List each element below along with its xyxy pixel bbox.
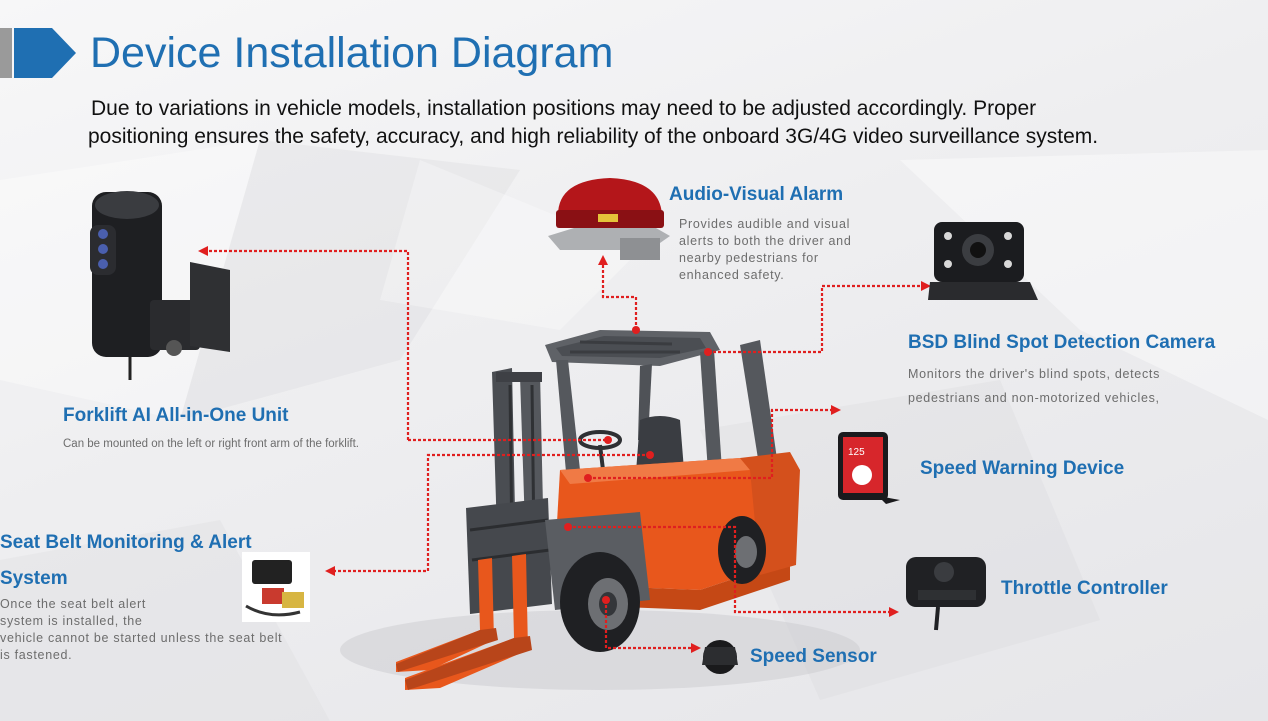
connector-speed-sensor — [604, 600, 694, 650]
alarm-description: Provides audible and visual alerts to bo… — [679, 216, 919, 284]
seat-belt-image — [242, 552, 310, 622]
alarm-desc-line-1: Provides audible and visual — [679, 217, 851, 231]
alarm-image — [548, 178, 670, 260]
ai-unit-label: Forklift AI All-in-One Unit — [63, 405, 289, 426]
speed-warning-image: 125 — [838, 432, 900, 504]
speed-warning-screen-value: 125 — [848, 447, 865, 458]
forklift-illustration — [396, 330, 800, 690]
subtitle-line-2: positioning ensures the safety, accuracy… — [88, 125, 1099, 148]
bsd-camera-image — [928, 222, 1038, 300]
speed-sensor-image — [702, 640, 738, 674]
seat-belt-description: Once the seat belt alert system is insta… — [0, 596, 360, 664]
connector-bsd — [708, 284, 924, 354]
alarm-label: Audio-Visual Alarm — [669, 184, 844, 205]
connector-seat-belt — [332, 453, 650, 573]
bsd-desc-line-2: pedestrians and non-motorized vehicles, — [908, 391, 1160, 405]
throttle-controller-label: Throttle Controller — [1001, 578, 1168, 599]
seat-belt-desc-line-3: vehicle cannot be started unless the sea… — [0, 631, 283, 645]
ai-unit-image — [90, 191, 230, 380]
subtitle-line-1: Due to variations in vehicle models, ins… — [91, 97, 1037, 120]
ai-unit-description: Can be mounted on the left or right fron… — [63, 438, 359, 450]
seat-belt-desc-line-2: system is installed, the — [0, 614, 143, 628]
speed-warning-label: Speed Warning Device — [920, 458, 1125, 479]
throttle-controller-image — [906, 557, 986, 631]
alarm-desc-line-4: enhanced safety. — [679, 268, 785, 282]
page-title: Device Installation Diagram — [90, 29, 614, 77]
seat-belt-desc-line-1: Once the seat belt alert — [0, 597, 147, 611]
bsd-desc-line-1: Monitors the driver's blind spots, detec… — [908, 367, 1161, 381]
seat-belt-label-line-2: System — [0, 568, 68, 589]
connector-arrowheads — [198, 246, 931, 653]
connector-throttle — [568, 525, 892, 614]
page-subtitle: Due to variations in vehicle models, ins… — [88, 95, 1258, 151]
header-accent-bar — [0, 28, 12, 78]
connector-ai-unit — [205, 249, 410, 440]
alarm-desc-line-3: nearby pedestrians for — [679, 251, 819, 265]
bsd-camera-label: BSD Blind Spot Detection Camera — [908, 332, 1216, 353]
seat-belt-label-line-1: Seat Belt Monitoring & Alert — [0, 532, 252, 553]
speed-sensor-label: Speed Sensor — [750, 646, 877, 667]
seat-belt-label: Seat Belt Monitoring & Alert System — [0, 525, 252, 597]
connector-dots — [564, 326, 712, 604]
front-wheel — [560, 552, 640, 652]
seat-belt-desc-line-4: is fastened. — [0, 648, 73, 662]
header-arrow-icon — [14, 28, 76, 78]
connector-lines — [205, 249, 924, 650]
connector-alarm — [601, 262, 638, 330]
alarm-desc-line-2: alerts to both the driver and — [679, 234, 852, 248]
rear-wheel — [718, 516, 766, 584]
bsd-camera-description: Monitors the driver's blind spots, detec… — [908, 362, 1238, 410]
connector-speed-warning — [588, 408, 834, 480]
